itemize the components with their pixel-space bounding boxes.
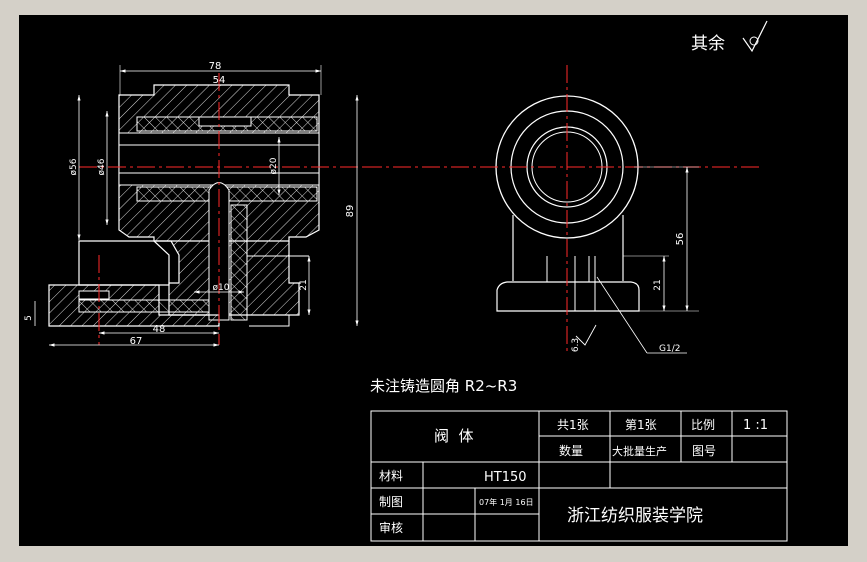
key-slot: [198, 116, 252, 127]
side-base: [496, 281, 640, 312]
roughness-symbol: [575, 324, 597, 346]
front-section-view: 78 54 ø56 ø46 ø20 89 21 ø10 5 48 67: [24, 61, 364, 347]
dim-d46: ø46: [97, 158, 107, 175]
check-label: 审核: [379, 520, 403, 535]
roughness-note-label: 其余: [691, 34, 725, 54]
dim-78: 78: [209, 61, 222, 72]
side-boss: [78, 240, 170, 286]
drawn-date: 07年 1月 16日: [479, 497, 534, 507]
dim-d10: ø10: [213, 283, 230, 293]
sheets-total: 共1张: [557, 418, 589, 432]
dim-89: 89: [345, 205, 356, 218]
side-view: 56 21 G1/2 6.3: [364, 65, 759, 355]
right-base-outline: [249, 314, 290, 327]
scale-label: 比例: [691, 418, 715, 432]
sheet-number: 第1张: [625, 418, 657, 432]
part-name: 阀 体: [434, 427, 474, 445]
roughness-value: 6.3: [571, 338, 581, 352]
dim-d20: ø20: [269, 157, 279, 174]
dim-67: 67: [130, 336, 143, 347]
dim-48: 48: [153, 324, 166, 335]
thread-label: G1/2: [659, 344, 680, 354]
quantity-label: 数量: [559, 443, 583, 458]
material-label: 材料: [379, 469, 403, 483]
dim-56: 56: [675, 233, 686, 246]
material-value: HT150: [484, 470, 527, 485]
drawn-label: 制图: [379, 495, 403, 509]
quantity-value: 大批量生产: [612, 444, 667, 458]
dim-21-side: 21: [653, 279, 663, 290]
base-void: [78, 290, 110, 300]
stem-liner: [230, 204, 248, 321]
title-block: [370, 410, 788, 542]
scale-value: 1 :1: [743, 418, 768, 433]
technical-drawing: 78 54 ø56 ø46 ø20 89 21 ø10 5 48 67: [24, 20, 788, 542]
roughness-check-icon: [742, 20, 768, 53]
drawing-canvas[interactable]: 78 54 ø56 ø46 ø20 89 21 ø10 5 48 67: [19, 15, 848, 546]
school-name: 浙江纺织服装学院: [567, 506, 703, 526]
dim-21-front: 21: [299, 279, 309, 290]
general-roughness-note: 其余: [691, 20, 768, 54]
dim-5: 5: [24, 315, 34, 321]
base-liner: [78, 299, 210, 313]
dim-d56: ø56: [69, 158, 79, 175]
dim-54: 54: [213, 75, 226, 86]
casting-note: 未注铸造圆角 R2~R3: [370, 377, 517, 395]
drawing-no-label: 图号: [692, 444, 716, 458]
